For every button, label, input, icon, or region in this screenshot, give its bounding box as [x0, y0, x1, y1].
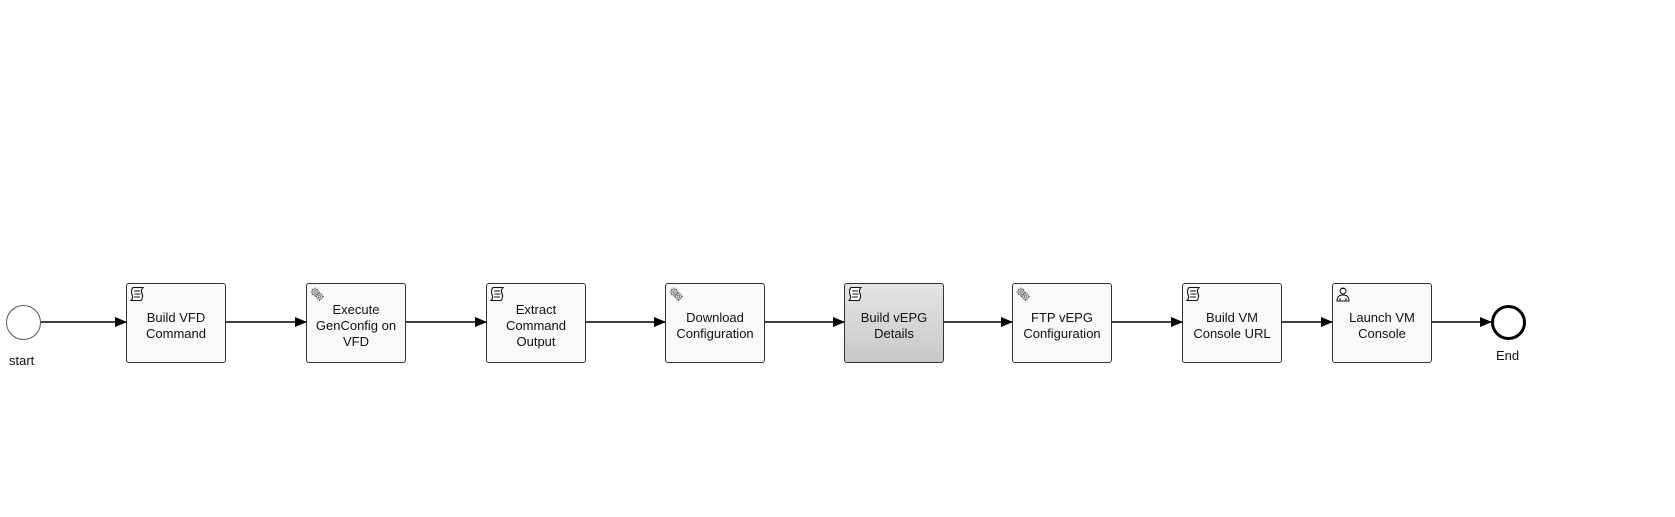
script-icon — [129, 286, 145, 302]
task-label: Build VFD Command — [146, 310, 206, 341]
task-label: Launch VM Console — [1349, 310, 1415, 341]
script-icon — [489, 286, 505, 302]
task-build-vm-console-url[interactable]: Build VM Console URL — [1182, 283, 1282, 363]
task-label: Build vEPG Details — [860, 310, 928, 341]
start-event-label: start — [9, 353, 35, 368]
gear-icon — [1015, 286, 1031, 302]
user-icon — [1335, 286, 1351, 302]
gear-icon — [668, 286, 684, 302]
task-download-configuration[interactable]: Download Configuration — [665, 283, 765, 363]
task-ftp-vepg-configuration[interactable]: FTP vEPG Configuration — [1012, 283, 1112, 363]
script-icon — [847, 286, 863, 302]
task-label: FTP vEPG Configuration — [1023, 310, 1101, 341]
task-label: Extract Command Output — [506, 302, 566, 349]
end-event-label: End — [1496, 348, 1520, 363]
task-extract-command-output[interactable]: Extract Command Output — [486, 283, 586, 363]
task-build-vepg-details[interactable]: Build vEPG Details — [844, 283, 944, 363]
task-build-vfd-command[interactable]: Build VFD Command — [126, 283, 226, 363]
end-event[interactable] — [1491, 305, 1526, 340]
gear-icon — [309, 286, 325, 302]
task-execute-genconfig[interactable]: Execute GenConfig on VFD — [306, 283, 406, 363]
task-label: Build VM Console URL — [1193, 310, 1271, 341]
task-launch-vm-console[interactable]: Launch VM Console — [1332, 283, 1432, 363]
task-label: Download Configuration — [676, 310, 754, 341]
script-icon — [1185, 286, 1201, 302]
task-label: Execute GenConfig on VFD — [315, 302, 397, 349]
start-event[interactable] — [6, 305, 41, 340]
